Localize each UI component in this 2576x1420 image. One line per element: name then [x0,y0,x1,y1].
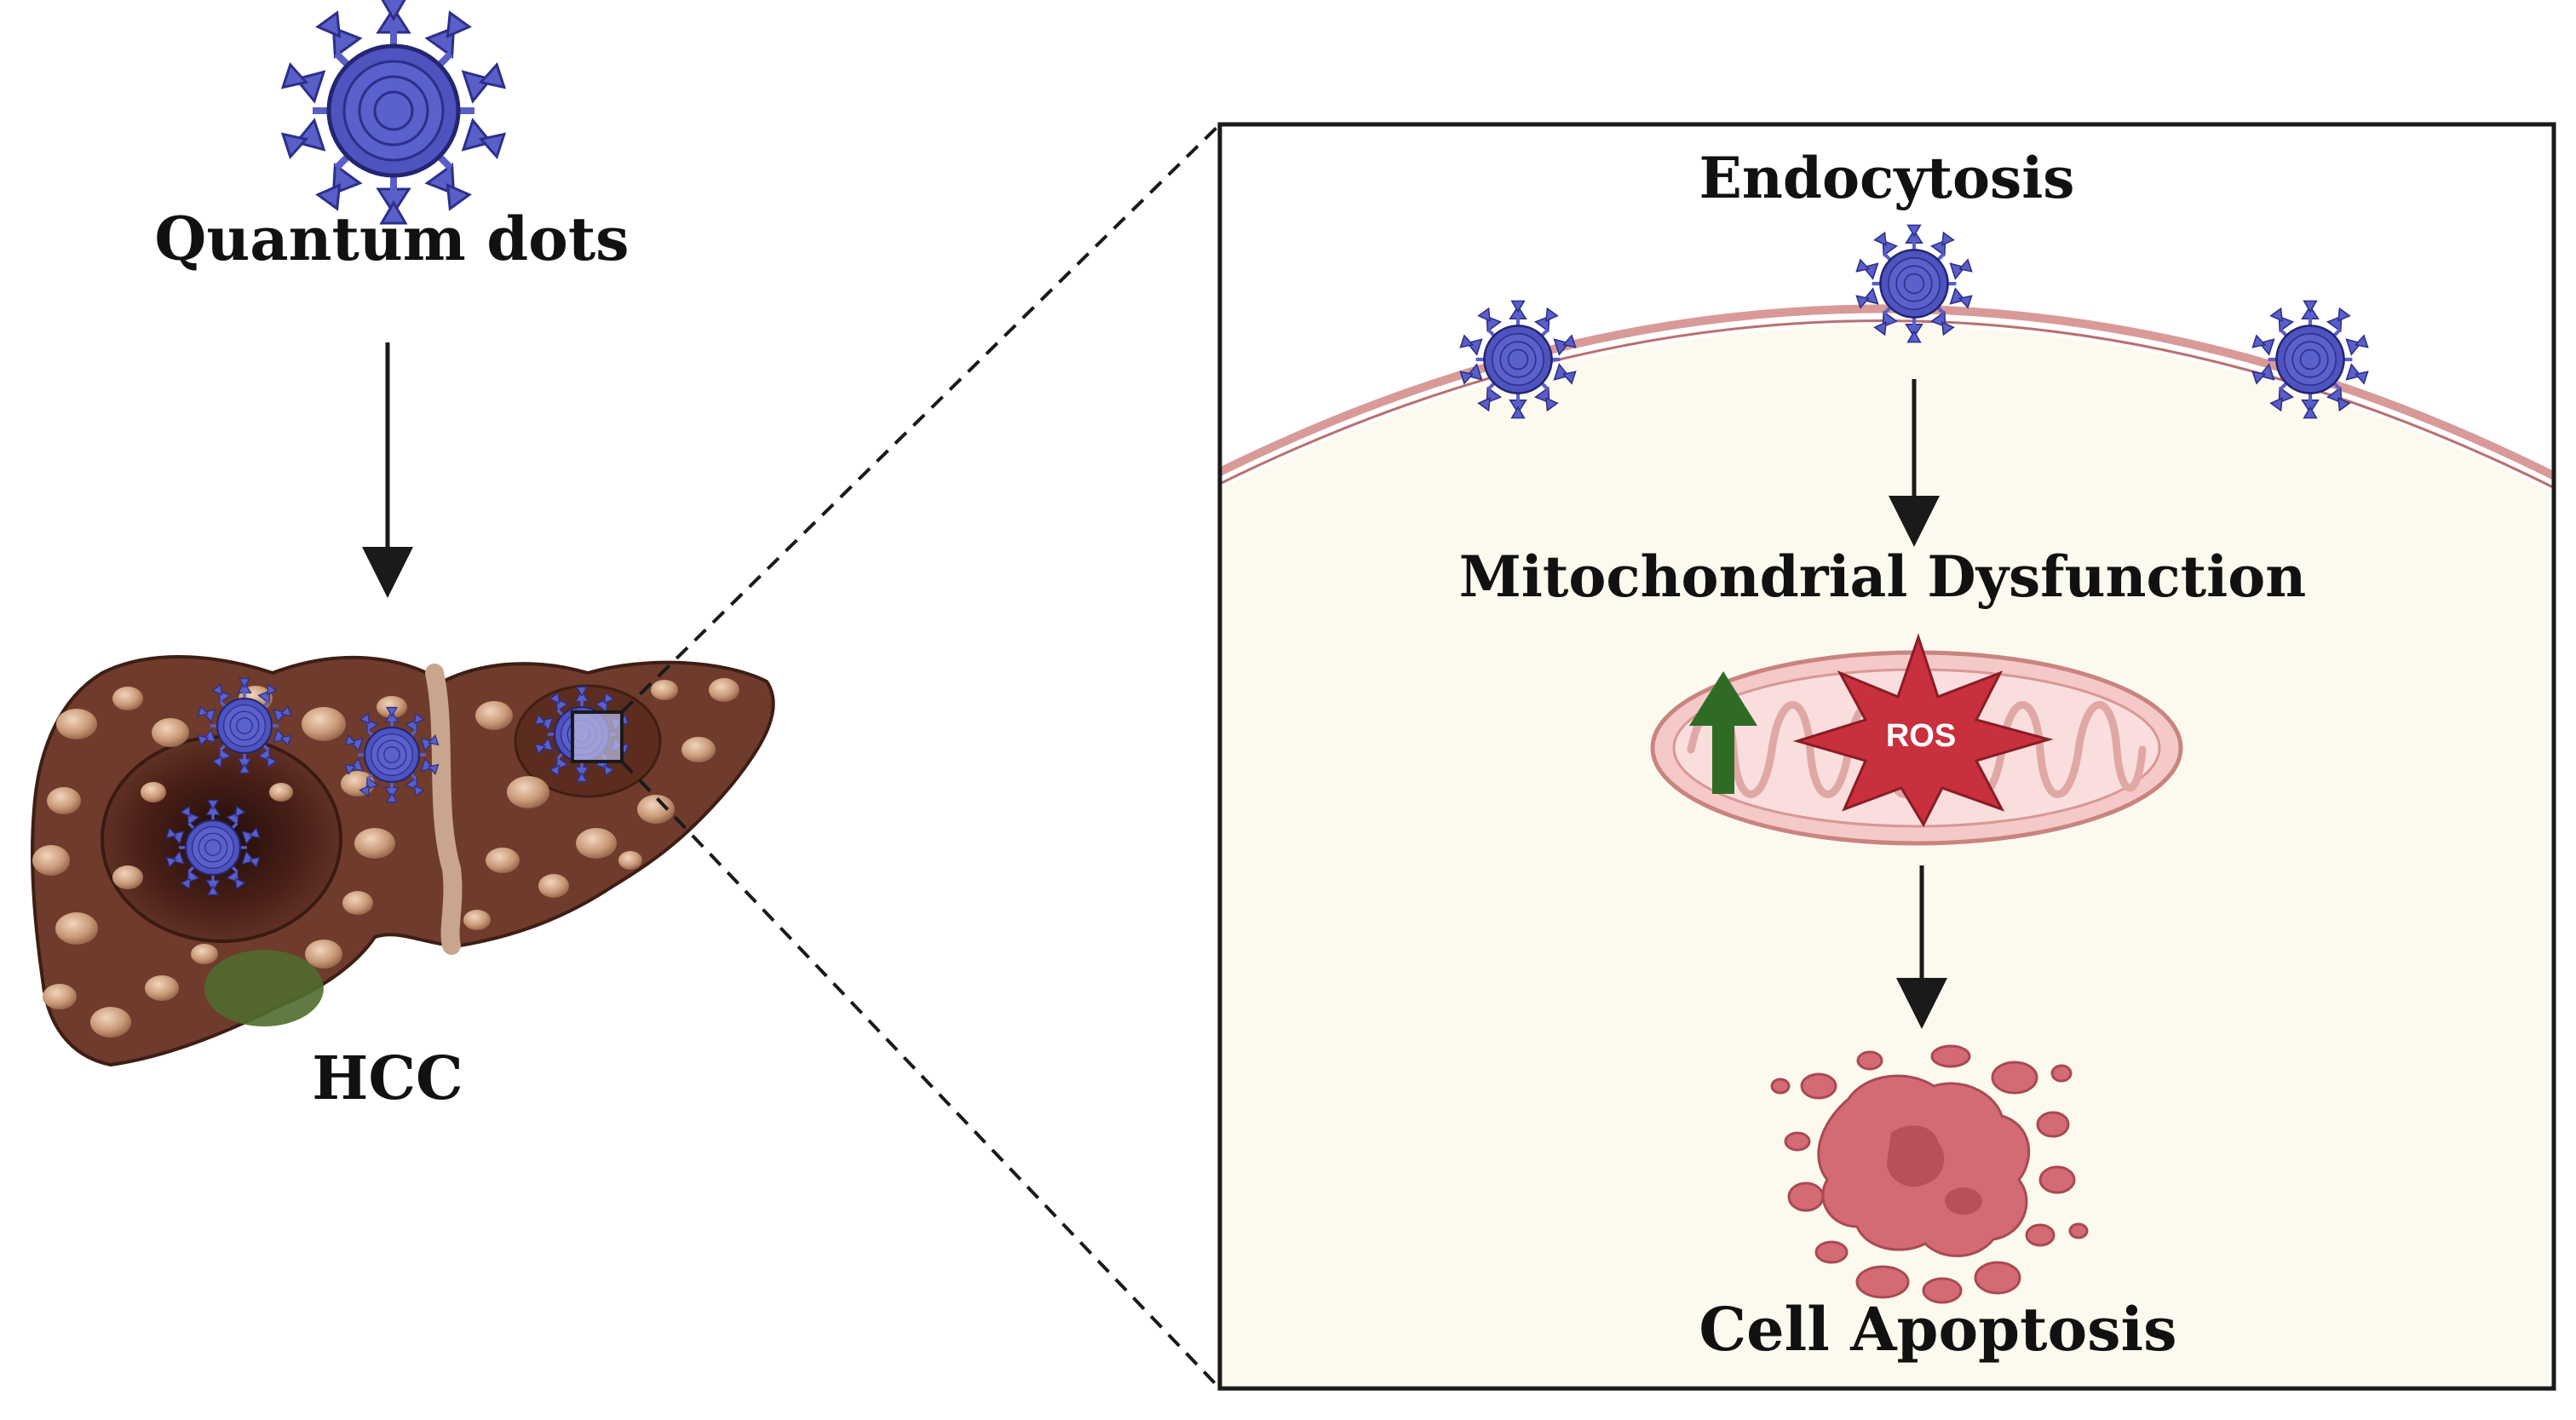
mitochondrial-dysfunction-label: Mitochondrial Dysfunction [1459,543,2306,610]
quantum-dot-icon [282,0,505,223]
zoom-region-box [571,710,624,763]
liver-icon [31,655,775,1067]
panel-frame [1217,122,2556,1391]
endocytosis-label: Endocytosis [1699,145,2075,211]
cell-apoptosis-label: Cell Apoptosis [1699,1294,2176,1365]
hcc-label: HCC [312,1043,463,1113]
ros-label: ROS [1886,718,1956,754]
quantum-dots-label: Quantum dots [154,204,629,274]
apoptotic-cell-icon [1770,1044,2089,1304]
up-arrow-icon [1689,671,1757,794]
cell-interior [1220,325,2554,1388]
zoom-line-bottom [620,760,1222,1390]
zoom-line-top [620,123,1222,714]
ros-burst-icon [1792,633,2054,828]
